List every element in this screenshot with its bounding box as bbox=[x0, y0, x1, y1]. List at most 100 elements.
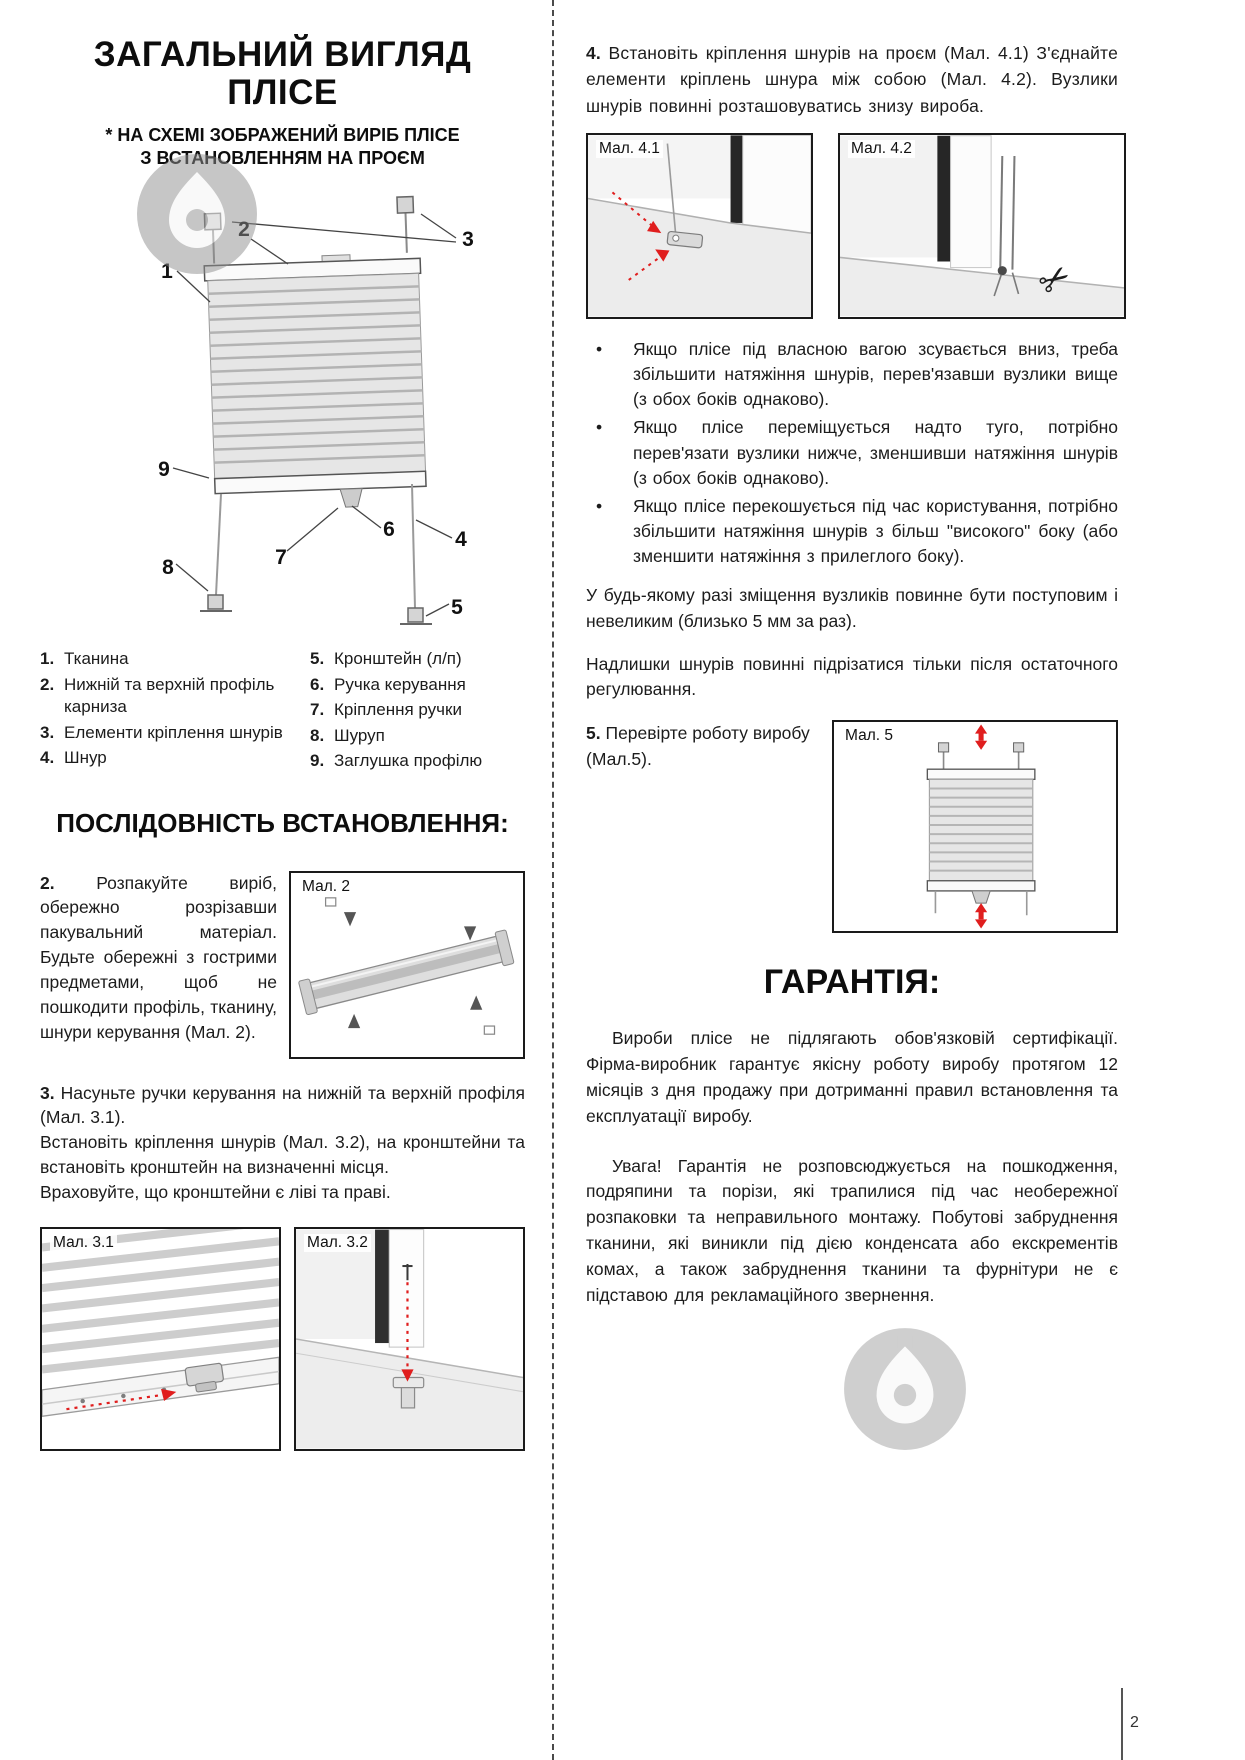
part-label: Елементи кріплення шнурів bbox=[64, 722, 283, 742]
callout-number-5: 5 bbox=[451, 596, 463, 619]
page-number: 2 bbox=[1130, 1714, 1139, 1731]
figures-3-row: Мал. 3.1 bbox=[40, 1226, 525, 1451]
figures-4-row: Мал. 4.1 Мал. 4.2 bbox=[586, 132, 1126, 319]
step-3-line1: 3. Насуньте ручки керування на нижній та… bbox=[40, 1082, 525, 1128]
installation-sequence-title: ПОСЛІДОВНІСТЬ ВСТАНОВЛЕННЯ: bbox=[56, 807, 509, 838]
step-4-number: 4. bbox=[586, 43, 601, 63]
parts-list-item: 7. Кріплення ручки bbox=[310, 699, 525, 721]
part-number: 6. bbox=[310, 674, 325, 694]
figure-3-2-label: Мал. 3.2 bbox=[304, 1233, 371, 1252]
page-title: ЗАГАЛЬНИЙ ВИГЛЯД ПЛІСЕ bbox=[40, 36, 525, 112]
left-column: ЗАГАЛЬНИЙ ВИГЛЯД ПЛІСЕ * НА СХЕМІ ЗОБРАЖ… bbox=[40, 36, 525, 1451]
adjustment-bullet-list: Якщо плісе під власною вагою зсувається … bbox=[586, 337, 1118, 570]
figure-4-1-label: Мал. 4.1 bbox=[596, 139, 663, 158]
parts-legend: 1. Тканина 2. Нижній та верхній профіль … bbox=[40, 648, 525, 775]
move-arrow-icon bbox=[975, 724, 988, 750]
column-divider-dashed-line bbox=[552, 0, 554, 1760]
figure-4-2-drawing: ✂ bbox=[840, 134, 1124, 317]
page-subtitle-line2: З ВСТАНОВЛЕННЯМ НА ПРОЄМ bbox=[140, 147, 425, 168]
figure-4-2-label: Мал. 4.2 bbox=[848, 139, 915, 158]
page-title-line1: ЗАГАЛЬНИЙ ВИГЛЯД bbox=[93, 35, 472, 74]
figure-4-2: Мал. 4.2 ✂ bbox=[838, 132, 1126, 319]
parts-list-item: 6. Ручка керування bbox=[310, 674, 525, 696]
part-label: Шнур bbox=[64, 748, 107, 768]
part-label: Заглушка профілю bbox=[334, 751, 483, 771]
callout-number-1: 1 bbox=[161, 260, 173, 283]
page-subtitle: * НА СХЕМІ ЗОБРАЖЕНИЙ ВИРІБ ПЛІСЕ З ВСТА… bbox=[40, 124, 525, 171]
step-3-line3: Враховуйте, що кронштейни є ліві та прав… bbox=[40, 1181, 391, 1202]
step-2-text: Розпакуйте виріб, обережно розрізавши па… bbox=[40, 872, 277, 1042]
part-label: Шуруп bbox=[334, 725, 385, 745]
step-3-line2: Встановіть кріплення шнурів (Мал. 3.2), … bbox=[40, 1132, 525, 1178]
watermark-logo bbox=[844, 1328, 966, 1450]
part-number: 9. bbox=[310, 751, 325, 771]
figure-2-drawing bbox=[298, 896, 515, 1035]
part-number: 4. bbox=[40, 748, 55, 768]
page-corner-line bbox=[1121, 1688, 1123, 1760]
parts-list-item: 8. Шуруп bbox=[310, 725, 525, 747]
step-2-paragraph: 2. Розпакуйте виріб, обережно розрізавши… bbox=[40, 871, 277, 1059]
step-4-text: Встановіть кріплення шнурів на проєм (Ма… bbox=[586, 43, 1118, 116]
parts-legend-column-1: 1. Тканина 2. Нижній та верхній профіль … bbox=[40, 648, 292, 775]
parts-list-item: 2. Нижній та верхній профіль карниза bbox=[40, 674, 292, 719]
parts-legend-column-2: 5. Кронштейн (л/п) 6. Ручка керування 7.… bbox=[310, 648, 525, 775]
figure-3-1-label: Мал. 3.1 bbox=[50, 1233, 117, 1252]
blind-overview-diagram: 1 2 3 4 5 6 7 8 9 bbox=[158, 196, 474, 626]
figure-3-1: Мал. 3.1 bbox=[40, 1226, 281, 1451]
step-5-number: 5. bbox=[586, 722, 601, 743]
figure-3-1-drawing bbox=[42, 1228, 279, 1417]
part-number: 7. bbox=[310, 700, 325, 720]
figure-5-drawing bbox=[926, 724, 1036, 929]
warranty-paragraph-1: Вироби плісе не підлягають обов'язковій … bbox=[586, 1027, 1118, 1126]
step-2-number: 2. bbox=[40, 872, 55, 893]
part-label: Кріплення ручки bbox=[334, 700, 462, 720]
part-number: 2. bbox=[40, 674, 55, 694]
figure-3-2-drawing bbox=[296, 1228, 523, 1449]
step-3-paragraph: 3. Насуньте ручки керування на нижній та… bbox=[40, 1081, 525, 1205]
figure-4-1: Мал. 4.1 bbox=[586, 132, 813, 319]
figure-5-label: Мал. 5 bbox=[842, 726, 896, 745]
callout-number-9: 9 bbox=[158, 458, 170, 481]
bullet-item: Якщо плісе переміщується надто туго, пот… bbox=[586, 415, 1118, 491]
parts-list-item: 9. Заглушка профілю bbox=[310, 750, 525, 772]
part-label: Тканина bbox=[64, 649, 129, 669]
callout-number-6: 6 bbox=[383, 518, 395, 541]
part-label: Нижній та верхній профіль карниза bbox=[64, 674, 275, 717]
parts-list-item: 5. Кронштейн (л/п) bbox=[310, 648, 525, 670]
callout-number-7: 7 bbox=[275, 546, 287, 569]
warranty-title: ГАРАНТІЯ: bbox=[763, 962, 941, 1001]
part-label: Ручка керування bbox=[334, 674, 466, 694]
figure-2-label: Мал. 2 bbox=[299, 877, 353, 896]
move-arrow-icon bbox=[975, 903, 988, 929]
step-5-row: 5. Перевірте роботу виробу (Мал.5). Мал.… bbox=[586, 719, 1118, 933]
part-number: 3. bbox=[40, 722, 55, 742]
right-column: 4. Встановіть кріплення шнурів на проєм … bbox=[586, 40, 1126, 1326]
callout-number-4: 4 bbox=[455, 528, 467, 551]
figure-3-2: Мал. 3.2 bbox=[294, 1226, 525, 1451]
page-title-line2: ПЛІСЕ bbox=[227, 72, 338, 112]
figure-5: Мал. 5 bbox=[832, 719, 1118, 933]
adjustment-note-2: Надлишки шнурів повинні підрізатися тіль… bbox=[586, 653, 1118, 700]
step-4-paragraph: 4. Встановіть кріплення шнурів на проєм … bbox=[586, 40, 1118, 119]
callout-number-3: 3 bbox=[462, 228, 474, 251]
bullet-item: Якщо плісе перекошується під час користу… bbox=[586, 494, 1118, 570]
part-number: 1. bbox=[40, 649, 55, 669]
parts-list-item: 4. Шнур bbox=[40, 747, 292, 769]
figure-2: Мал. 2 bbox=[289, 870, 525, 1059]
parts-list-item: 3. Елементи кріплення шнурів bbox=[40, 722, 292, 744]
part-label: Кронштейн (л/п) bbox=[334, 649, 462, 669]
part-number: 5. bbox=[310, 649, 325, 669]
bullet-item: Якщо плісе під власною вагою зсувається … bbox=[586, 337, 1118, 413]
step-5-text: Перевірте роботу виробу (Мал.5). bbox=[586, 722, 810, 770]
step-2-row: 2. Розпакуйте виріб, обережно розрізавши… bbox=[40, 870, 525, 1059]
adjustment-note-1: У будь-якому разі зміщення вузликів пови… bbox=[586, 585, 1118, 631]
callout-number-8: 8 bbox=[162, 556, 174, 579]
part-number: 8. bbox=[310, 725, 325, 745]
step-3-number: 3. bbox=[40, 1082, 55, 1103]
page-subtitle-line1: * НА СХЕМІ ЗОБРАЖЕНИЙ ВИРІБ ПЛІСЕ bbox=[105, 124, 460, 145]
warranty-paragraph-2: Увага! Гарантія не розповсюджується на п… bbox=[586, 1155, 1118, 1305]
callout-number-2: 2 bbox=[238, 218, 250, 241]
parts-list-item: 1. Тканина bbox=[40, 648, 292, 670]
step-5-paragraph: 5. Перевірте роботу виробу (Мал.5). bbox=[586, 720, 821, 933]
figure-4-1-drawing bbox=[588, 134, 811, 317]
